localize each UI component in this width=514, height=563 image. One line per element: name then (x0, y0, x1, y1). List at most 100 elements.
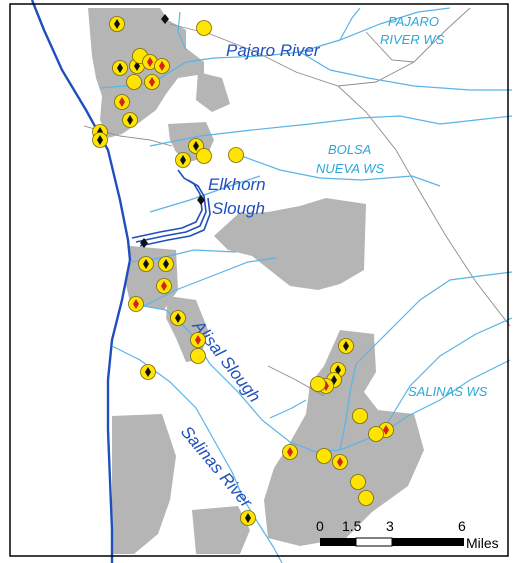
site-circle (228, 147, 244, 163)
label-pajaro-ws-line1: PAJARO (388, 14, 439, 29)
site-circle (126, 74, 142, 90)
coastline (30, 0, 132, 563)
site-marker-black-diamond (240, 510, 256, 526)
pajaro-tributary-1 (177, 11, 187, 51)
site-marker-red-diamond (114, 94, 130, 110)
site-marker (368, 426, 384, 442)
red-diamond-icon (287, 447, 293, 457)
site-marker-black-diamond (338, 338, 354, 354)
black-diamond-icon (97, 135, 103, 145)
site-marker-red-diamond (190, 332, 206, 348)
elkhorn-channel-3 (139, 197, 211, 247)
red-diamond-icon (133, 299, 139, 309)
site-circle (352, 408, 368, 424)
black-diamond-icon (127, 115, 133, 125)
scale-bar: 0 1.5 3 6 Miles (316, 518, 499, 551)
site-circle (350, 474, 366, 490)
site-marker (190, 348, 206, 364)
black-diamond-icon (193, 141, 199, 151)
scale-segment-2 (355, 537, 393, 547)
scale-segment-3 (392, 538, 464, 546)
site-marker (126, 74, 142, 90)
black-diamond-marker (197, 195, 205, 205)
urban-area-southwest (112, 414, 176, 554)
label-pajaro-ws-line2: RIVER WS (380, 32, 445, 47)
site-marker-black-diamond (112, 60, 128, 76)
site-marker-black-diamond (122, 112, 138, 128)
red-diamond-icon (383, 425, 389, 435)
site-marker-red-diamond (128, 296, 144, 312)
red-diamond-icon (159, 61, 165, 71)
site-marker-black-diamond (140, 364, 156, 380)
site-circle (358, 490, 374, 506)
label-pajaro-river: Pajaro River (226, 41, 321, 60)
black-diamond-icon (245, 513, 251, 523)
site-marker (352, 408, 368, 424)
label-bolsa-ws-line1: BOLSA (328, 142, 371, 157)
natividad-creek (381, 317, 513, 433)
red-diamond-icon (195, 335, 201, 345)
site-marker (228, 147, 244, 163)
urban-area-salinas (264, 330, 424, 546)
site-marker-black-diamond (92, 132, 108, 148)
boundary-bolsa (337, 85, 511, 327)
elkhorn-slough (131, 169, 211, 247)
site-marker-black-diamond (170, 310, 186, 326)
site-circle (316, 448, 332, 464)
site-marker-red-diamond (332, 454, 348, 470)
scale-tick-1-5: 1.5 (342, 518, 362, 534)
gabilan-creek (339, 271, 513, 451)
boundary-bolsa-east (365, 31, 415, 63)
black-diamond-icon (114, 19, 120, 29)
corralitos-creek (339, 7, 361, 41)
site-marker (350, 474, 366, 490)
site-marker-black-diamond (175, 152, 191, 168)
site-circle (368, 426, 384, 442)
north-salinas-stream (139, 257, 277, 309)
black-diamond-icon (175, 313, 181, 323)
black-diamond-icon (163, 259, 169, 269)
black-diamond-icon (143, 259, 149, 269)
elkhorn-stream-2 (235, 153, 441, 187)
scale-tick-3: 3 (386, 518, 394, 534)
south-tributary (269, 399, 307, 419)
site-marker (316, 448, 332, 464)
site-marker (310, 376, 326, 392)
scale-segment-1 (320, 538, 356, 546)
label-elkhorn-line1: Elkhorn (208, 175, 266, 194)
black-diamond-icon (117, 63, 123, 73)
site-marker (196, 20, 212, 36)
pajaro-tributary-2 (299, 51, 512, 91)
urban-area-south-center (192, 506, 250, 554)
black-diamond-icon (343, 341, 349, 351)
urban-area-prunedale (214, 198, 366, 290)
site-marker-black-diamond (138, 256, 154, 272)
site-circle (190, 348, 206, 364)
site-marker-red-diamond (142, 54, 158, 70)
site-circle (310, 376, 326, 392)
label-bolsa-ws-line2: NUEVA WS (316, 161, 384, 176)
site-marker-black-diamond (158, 256, 174, 272)
site-marker-red-diamond (156, 278, 172, 294)
red-diamond-icon (337, 457, 343, 467)
red-diamond-icon (147, 57, 153, 67)
site-marker-red-diamond (154, 58, 170, 74)
elkhorn-channel-2 (135, 179, 207, 243)
black-diamond-icon (335, 365, 341, 375)
label-salinas-ws: SALINAS WS (408, 384, 488, 399)
red-diamond-icon (149, 77, 155, 87)
site-marker (196, 148, 212, 164)
elkhorn-channel-1 (131, 169, 203, 239)
scale-tick-6: 6 (458, 518, 466, 534)
urban-area-north-small (196, 72, 230, 112)
scale-unit: Miles (466, 535, 499, 551)
site-marker-red-diamond (282, 444, 298, 460)
standalone-markers (140, 14, 205, 248)
black-diamond-icon (180, 155, 186, 165)
red-diamond-icon (161, 281, 167, 291)
site-circle (196, 148, 212, 164)
site-marker (358, 490, 374, 506)
site-circle (196, 20, 212, 36)
scale-tick-0: 0 (316, 518, 324, 534)
